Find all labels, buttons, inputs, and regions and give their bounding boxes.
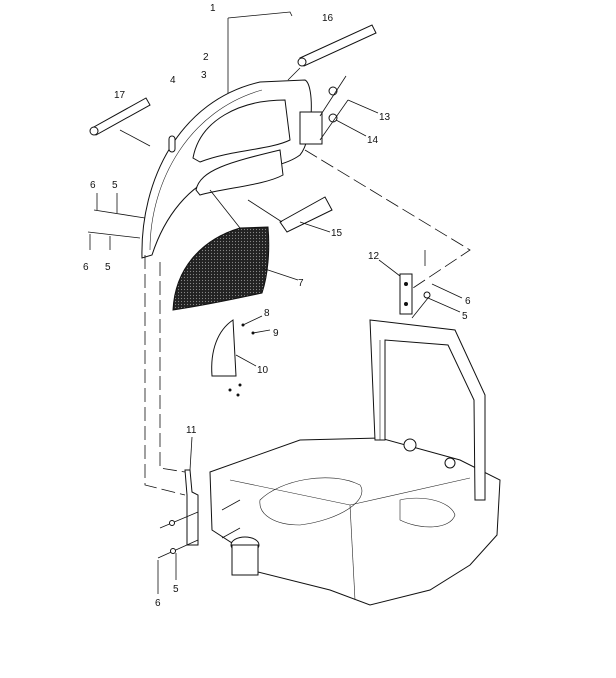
callout-7: 7 <box>298 278 304 289</box>
mesh-screen <box>172 189 299 311</box>
callout-16: 16 <box>322 13 334 24</box>
bracket-12 <box>378 250 463 319</box>
support-rod <box>227 11 293 95</box>
callout-1: 1 <box>210 3 216 14</box>
callout-13: 13 <box>379 112 391 123</box>
callout-9: 9 <box>273 328 279 339</box>
callout-11: 11 <box>186 425 197 436</box>
callout-14: 14 <box>367 135 379 146</box>
hinge-11 <box>157 436 241 594</box>
main-frame <box>209 319 501 606</box>
seal-strip-17 <box>89 97 151 147</box>
callout-6: 6 <box>155 598 161 609</box>
callout-10: 10 <box>257 365 269 376</box>
callout-12: 12 <box>368 251 380 262</box>
callout-2: 2 <box>203 52 209 63</box>
callout-5: 5 <box>105 262 111 273</box>
callout-5: 5 <box>462 311 468 322</box>
callout-labels: 1 16 2 3 4 17 13 14 6 5 6 5 15 7 12 6 5 … <box>83 3 471 609</box>
callout-6: 6 <box>90 180 96 191</box>
callout-6: 6 <box>465 296 471 307</box>
callout-4: 4 <box>170 75 176 86</box>
callout-6: 6 <box>83 262 89 273</box>
callout-5: 5 <box>112 180 118 191</box>
fasteners-left <box>87 193 146 250</box>
callout-17: 17 <box>114 90 126 101</box>
hood-panel <box>141 79 323 259</box>
callout-3: 3 <box>201 70 207 81</box>
seal-strip-16 <box>287 24 377 81</box>
cover-plate-10 <box>211 315 271 397</box>
callout-15: 15 <box>331 228 343 239</box>
callout-5: 5 <box>173 584 179 595</box>
callout-8: 8 <box>264 308 270 319</box>
trim-strip-15 <box>247 196 333 233</box>
bolts-washers-13-14 <box>319 75 379 141</box>
